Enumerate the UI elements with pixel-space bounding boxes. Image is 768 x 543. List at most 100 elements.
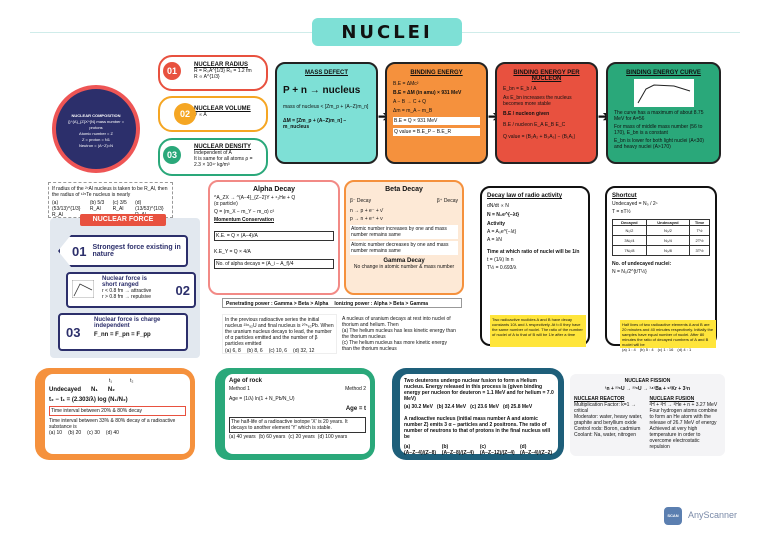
bepn-line: B.E / nucleon given [503, 111, 550, 117]
ionizing-power: Ionizing power : Alpha > Beta > Gamma [334, 301, 429, 307]
be-curve-line: For mass of middle mass number (56 to 17… [614, 124, 703, 136]
shortcut-line: T = nT½ [612, 209, 631, 215]
shortcut-heading: Shortcut [612, 193, 637, 199]
radius-pill: NUCLEAR RADIUS R = R₀A^{1/3} R₀ = 1.2 fm… [158, 55, 268, 91]
shortcut-card: Shortcut Undecayed = N₀ / 2ⁿ T = nT½ Dec… [605, 186, 717, 346]
table-cell: T½ [689, 225, 710, 236]
age-rock-methods: Method 1 Method 2 [229, 386, 366, 392]
deuterons-card: Two deuterons undergo nuclear fusion to … [400, 374, 558, 456]
option: (c) 1 : 16 [657, 347, 674, 352]
age-rock-line: Age = t [345, 406, 366, 412]
density-line: Independent of A [194, 150, 232, 156]
method-label: Method 2 [345, 386, 366, 392]
age-rock-heading: Age of rock [229, 378, 263, 384]
mass-defect-eq: ΔM = [Zm_p + (A−Z)m_n] − m_nucleus [283, 118, 347, 130]
be-line: B.E = Q × 931 MeV [393, 117, 480, 125]
force-text: Nuclear force is charge independent [94, 317, 161, 329]
be-curve-line: The curve has a maximum of about 8.75 Me… [614, 110, 704, 122]
beta-note: Atomic number decreases by one and mass … [350, 241, 458, 255]
be-curve-card: BINDING ENERGY CURVE The curve has a max… [606, 62, 721, 164]
shortcut-note-options: (a) 1 : 4 (b) 5 : 4 (c) 1 : 16 (d) 4 : 1 [622, 347, 714, 352]
mass-defect-eq: mass of nucleus < [Zm_p + (A−Z)m_n] [283, 104, 369, 110]
force-graph [72, 280, 94, 298]
force-sub: F_nn = F_pn = F_pp [94, 332, 151, 338]
be-line: B.E = ΔMc² [393, 81, 419, 87]
scanner-logo: SCAN [664, 507, 682, 525]
be-line: B.E = ΔM (in amu) × 931 MeV [393, 90, 462, 96]
bepn-line: Q value = (B₂A₂ + B₃A₃) − (B₁A₁) [503, 134, 576, 140]
alpha-line: Q = (m_X − m_Y − m_α) c² [214, 209, 275, 215]
n-label: N₂ [107, 387, 115, 393]
undecayed-label: Undecayed [49, 387, 82, 393]
nuclear-force-heading: NUCLEAR FORCE [80, 214, 166, 226]
option: (d) 4 : 1 [677, 347, 692, 352]
time-label: t₁ [109, 378, 113, 384]
beta-minus-label: β⁻ Decay [350, 198, 372, 204]
decay-law-line: T½ = 0.693/λ [487, 265, 517, 271]
force-sub: r < 0.8 fm → attractive [102, 288, 152, 294]
beta-card: Beta Decay β⁻ Decay β⁺ Decay n → p + e⁻ … [344, 180, 464, 295]
fusion-line: Achieved at very high temperature in ord… [649, 426, 701, 450]
density-heading: NUCLEAR DENSITY [194, 144, 252, 150]
option: (a) 1 : 4 [622, 347, 636, 352]
be-curve-line: E_bn is lower for both light nuclei (A<3… [614, 138, 704, 150]
power-bar: Penetrating power : Gamma > Beta > Alpha… [222, 298, 462, 308]
option: (a) The helium nucleus has less kinetic … [342, 328, 456, 340]
volume-line: V ∝ A [194, 112, 207, 118]
penetrating-power: Penetrating power : Gamma > Beta > Alpha [226, 301, 329, 307]
option: (a) 10 [49, 430, 63, 436]
option: (a) 6, 8 [225, 348, 241, 354]
bepn-line: As E_bn increases the nucleus becomes mo… [503, 95, 572, 107]
decay-law-line: t = (1/λ) ln n [487, 257, 514, 263]
nav-badge-01: 01 [163, 62, 181, 80]
deuterons-options: (a) (A−Z−4)/(Z−8) (b) (A−Z−8)/(Z−4) (c) … [404, 444, 554, 456]
fusion-line: ²H + ²H → ³He + n + 3.27 MeV [649, 402, 718, 408]
fusion-heading: NUCLEAR FUSION [649, 396, 695, 402]
option: (b) 5/3 R_Al [89, 200, 105, 212]
reactor-heading: NUCLEAR REACTOR [574, 396, 625, 402]
fusion-column: NUCLEAR FUSION ²H + ²H → ³He + n + 3.27 … [650, 396, 722, 450]
mass-defect-card: MASS DEFECT P + n → nucleus mass of nucl… [275, 62, 378, 164]
undecayed-options: (a) 10 (b) 20 (c) 30 (d) 40 [49, 430, 186, 436]
alpha-line: (α particle) [214, 201, 238, 207]
shortcut-note-text: Half lives of two radioactive elements A… [622, 322, 714, 347]
composition-line: {}^{A}_{Z}X^{N} mass number = protons [67, 119, 125, 130]
table-cell: 3T½ [689, 245, 710, 256]
undecayed-question: Time interval between 33% & 80% decay of… [49, 418, 176, 430]
alpha-line: K.E. = Q × (A−4)/A [214, 231, 334, 241]
table-cell: N₀/8 [645, 245, 691, 256]
radius-line: R ∝ A^{1/3} [194, 74, 220, 80]
arrow-icon: ➔ [488, 108, 500, 124]
beta-types: β⁻ Decay β⁺ Decay [350, 198, 458, 204]
radius-question: If radius of the ²⁷Al nucleus is taken t… [48, 182, 173, 218]
force-text: Strongest force existing in nature [92, 244, 181, 258]
option: (c) 10, 6 [268, 348, 288, 354]
radius-heading: NUCLEAR RADIUS [194, 62, 248, 68]
table-cell: N₀/4 [645, 235, 691, 246]
age-rock-options: (a) 40 years (b) 60 years (c) 20 years (… [229, 434, 366, 440]
composition-line: Atomic number = Z [79, 131, 113, 136]
reactor-column: NUCLEAR REACTOR Multiplication Factor: k… [574, 396, 646, 450]
option: (b) 8, 6 [246, 348, 263, 354]
decay-law-line: dN/dt ∝ N [487, 203, 509, 209]
reactor-line: Moderator: water, heavy water, graphite … [574, 414, 643, 426]
mcq-question: A nucleus of uranium decays at rest into… [342, 316, 451, 328]
table-cell: N₀/2 [645, 225, 691, 236]
shortcut-line: Undecayed = N₀ / 2ⁿ [612, 201, 658, 207]
undecayed-note: Time interval between 20% & 80% decay [49, 406, 186, 416]
nav-badge-03: 03 [163, 146, 181, 164]
force-number: 02 [175, 283, 190, 298]
undecayed-row: Undecayed N₁ N₂ [49, 387, 186, 393]
option: (c) 20 years [288, 434, 315, 440]
alpha-line: K.E_Y = Q × 4/A [214, 249, 251, 255]
fission-columns: NUCLEAR REACTOR Multiplication Factor: k… [574, 396, 721, 450]
arrow-icon: ➔ [598, 108, 610, 124]
page-title: NUCLEI [312, 18, 462, 46]
be-per-nucleon-heading: BINDING ENERGY PER NUCLEON [513, 70, 580, 82]
option: (b) 20 [68, 430, 82, 436]
nav-badge-02: 02 [174, 103, 196, 125]
mcq-question: In the previous radioactive series the i… [225, 317, 334, 347]
mcq-right: A nucleus of uranium decays at rest into… [340, 314, 460, 354]
beta-heading: Beta Decay [385, 186, 423, 193]
option: (c) 3/5 R_Al [112, 200, 127, 212]
